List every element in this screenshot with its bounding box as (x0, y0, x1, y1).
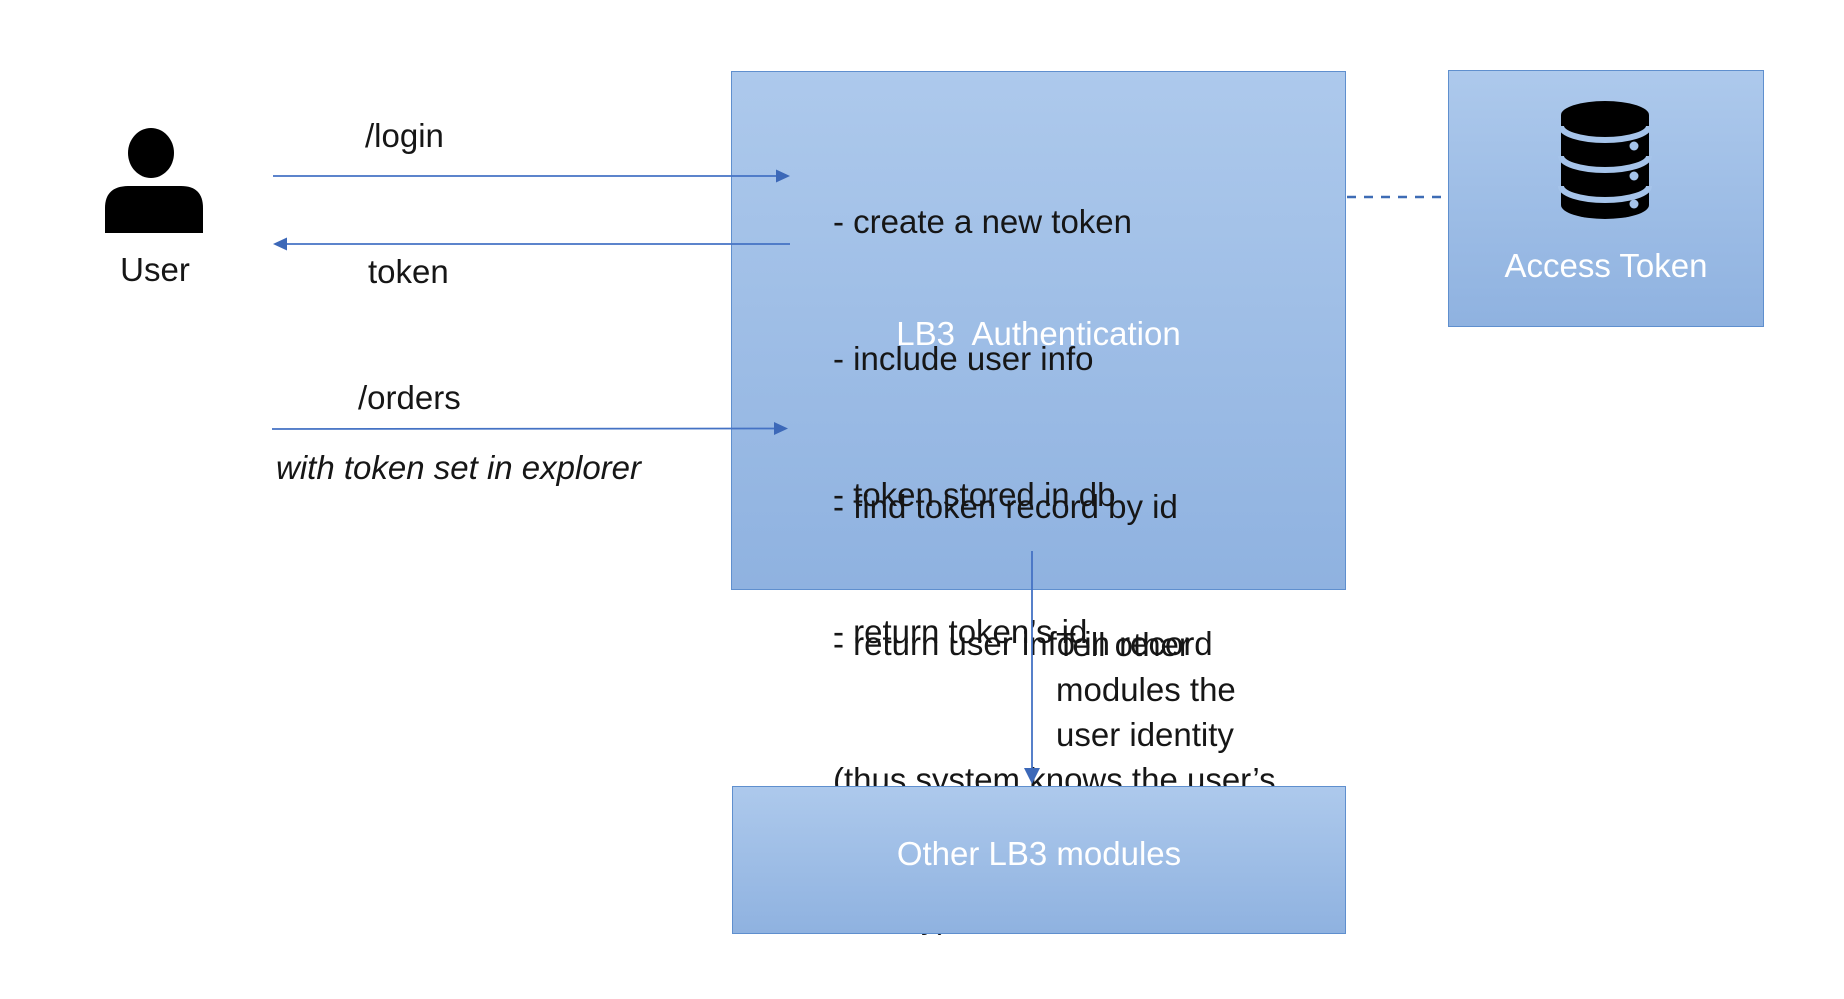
auth-step: - create a new token (833, 203, 1132, 240)
access-token-label: Access Token (1504, 247, 1708, 284)
tell-note-line: user identity (1056, 716, 1234, 753)
auth-step: - return token’s id (833, 612, 1088, 650)
auth-step: - include user info (833, 339, 1094, 377)
token-flow-label: token (368, 253, 449, 290)
orders-flow-label: /orders (358, 379, 461, 416)
auth-box-title: LB3 Authentication (896, 315, 1181, 352)
person-icon (105, 128, 203, 233)
user-label: User (120, 251, 190, 288)
orders-arrow-line (271, 427, 775, 430)
auth-box: - create a new token - include user info… (731, 71, 1346, 935)
token-arrowhead-icon (273, 237, 287, 251)
auth-step: - find token record by id (833, 488, 1178, 525)
tell-note-line: Tell other (1056, 626, 1190, 663)
tell-note-line: modules the (1056, 671, 1236, 708)
login-flow-label: /login (365, 117, 444, 154)
access-token-box: Access Token (1448, 70, 1764, 327)
auth-login-steps: - create a new token - include user info… (833, 108, 1132, 745)
auth-step: - token stored in db (833, 476, 1116, 513)
modules-box: Other LB3 modules (732, 786, 1346, 934)
auth-step: - return user info in record (833, 624, 1213, 662)
orders-flow-note: with token set in explorer (276, 449, 642, 486)
modules-box-label: Other LB3 modules (896, 835, 1182, 872)
database-icon (1558, 101, 1652, 219)
tell-note: Tell other modules the user identity (1056, 622, 1236, 757)
